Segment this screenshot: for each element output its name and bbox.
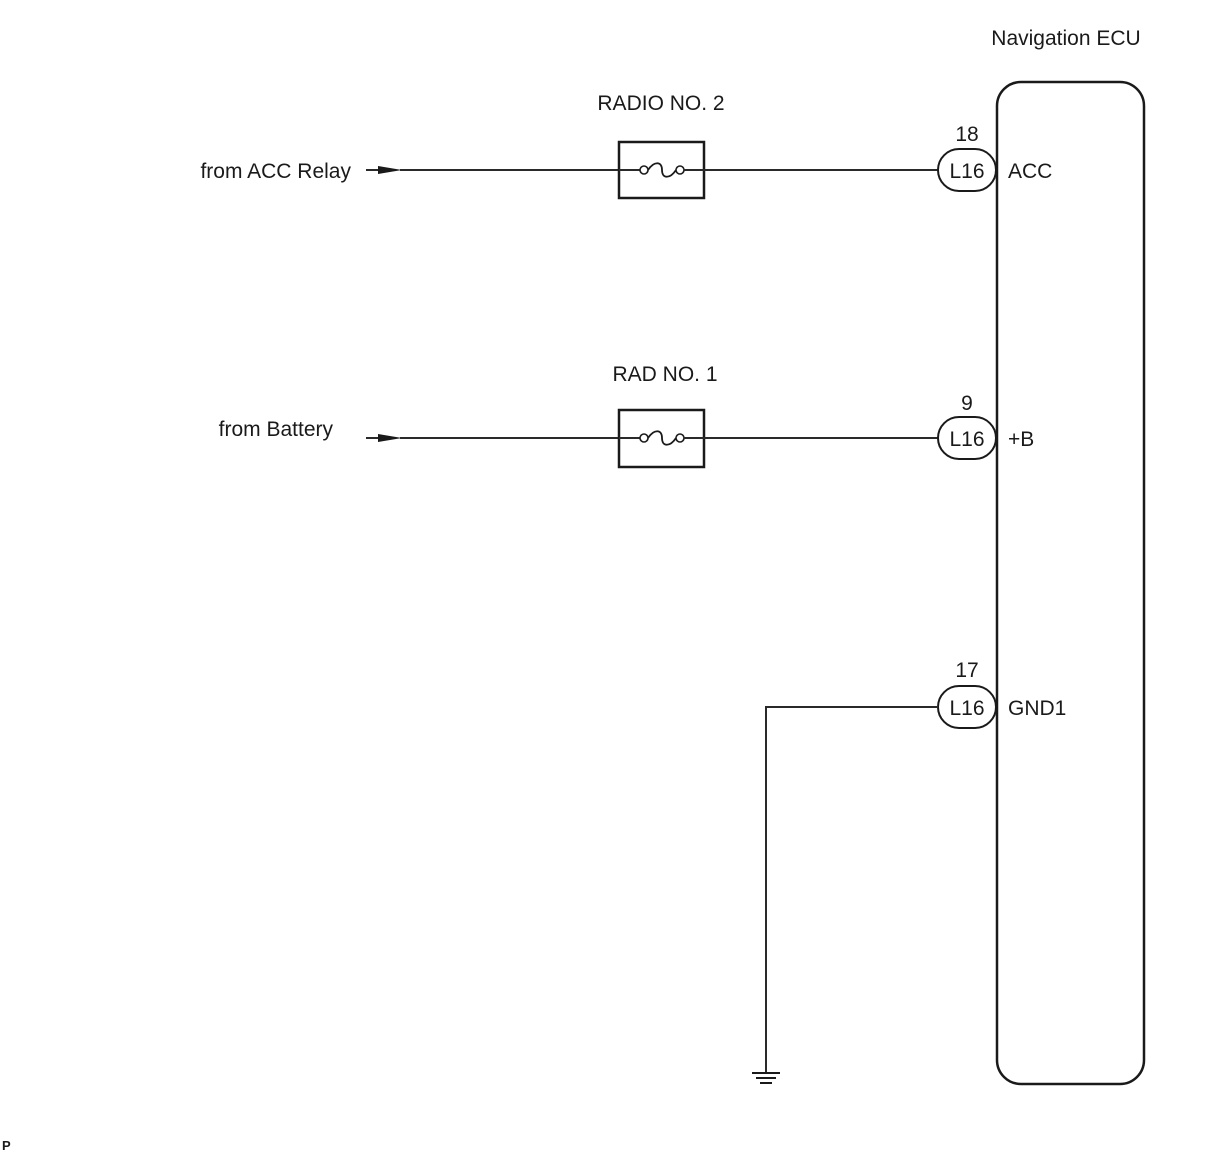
pin-number-18: 18	[955, 123, 978, 146]
signal-label-b: +B	[1008, 428, 1034, 451]
connector-pill-b	[937, 416, 997, 460]
wire-ground	[765, 706, 938, 1072]
fuse-radio-no2-icon	[619, 162, 704, 178]
signal-label-gnd1: GND1	[1008, 697, 1066, 720]
connector-pill-acc	[937, 148, 997, 192]
pin-number-17: 17	[955, 659, 978, 682]
arrow-battery-icon	[378, 434, 402, 442]
navigation-ecu-box	[995, 80, 1146, 1086]
ecu-title: Navigation ECU	[991, 27, 1140, 50]
connector-id-b: L16	[949, 428, 984, 451]
source-label-battery: from Battery	[219, 418, 334, 441]
corner-mark: P	[2, 1138, 11, 1153]
ground-symbol-icon	[752, 1072, 780, 1084]
connector-id-gnd1: L16	[949, 697, 984, 720]
arrow-acc-icon	[378, 166, 402, 174]
fuse-label-rad-no1: RAD NO. 1	[612, 363, 717, 386]
signal-label-acc: ACC	[1008, 160, 1052, 183]
source-label-acc-relay: from ACC Relay	[200, 160, 351, 183]
pin-number-9: 9	[961, 392, 973, 415]
fuse-label-radio-no2: RADIO NO. 2	[597, 92, 724, 115]
connector-id-acc: L16	[949, 160, 984, 183]
fuse-rad-no1-icon	[619, 430, 704, 446]
